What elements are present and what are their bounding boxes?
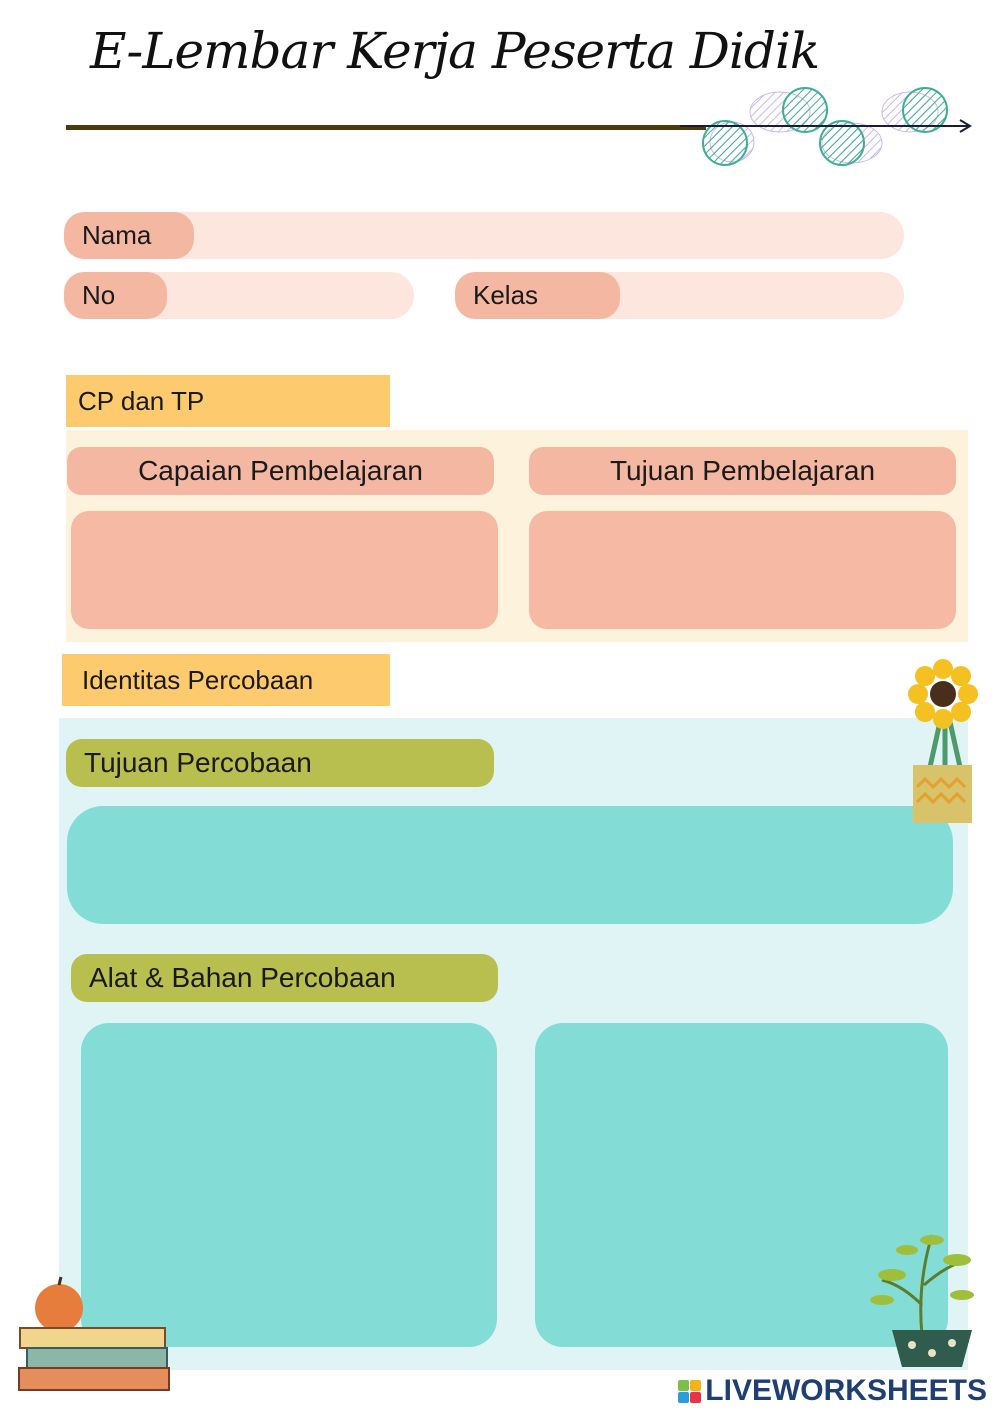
no-label: No (64, 272, 167, 319)
wave-decoration-icon (680, 87, 972, 166)
name-input[interactable] (64, 212, 904, 259)
tp-answer-box[interactable] (529, 511, 956, 629)
potted-plant-icon (870, 1234, 974, 1367)
tp-header: Tujuan Pembelajaran (529, 447, 956, 495)
purpose-answer-box[interactable] (67, 806, 953, 924)
cp-tp-section-label: CP dan TP (66, 375, 390, 427)
name-label: Nama (64, 212, 194, 259)
tools-label: Alat & Bahan Percobaan (71, 954, 498, 1002)
materials-answer-box[interactable] (535, 1023, 948, 1347)
class-label: Kelas (455, 272, 620, 319)
sunflower-pot-icon (908, 659, 978, 823)
page-title: E-Lembar Kerja Peserta Didik (90, 22, 820, 80)
experiment-section-label: Identitas Percobaan (62, 654, 390, 706)
live-logo-icon (678, 1379, 702, 1403)
cp-header: Capaian Pembelajaran (67, 447, 494, 495)
liveworksheets-logo: LIVEWORKSHEETS (678, 1374, 987, 1408)
tools-answer-box[interactable] (81, 1023, 497, 1347)
books-apple-icon (18, 1276, 170, 1391)
cp-answer-box[interactable] (71, 511, 498, 629)
title-underline (66, 125, 706, 130)
brand-text: LIVEWORKSHEETS (705, 1374, 987, 1407)
purpose-label: Tujuan Percobaan (66, 739, 494, 787)
